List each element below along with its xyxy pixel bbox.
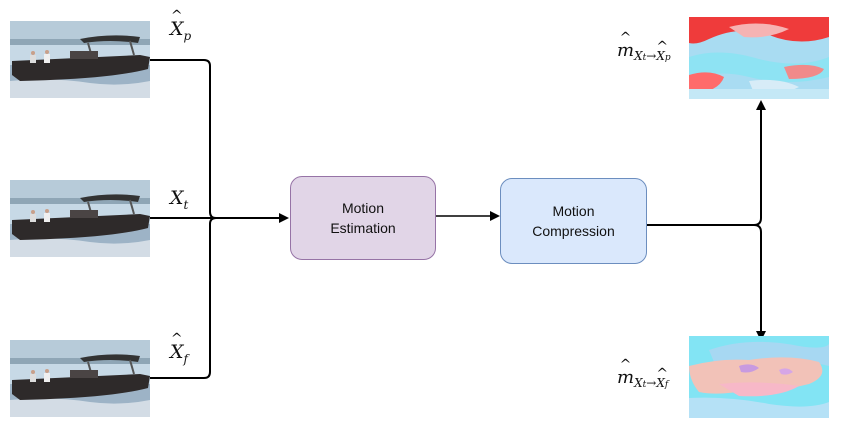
wire-up xyxy=(753,100,766,226)
frame-t-image xyxy=(10,180,150,257)
label-frame-t: Xt xyxy=(170,187,189,212)
flow-p-image xyxy=(689,17,829,99)
wire-frame-f xyxy=(150,217,217,379)
motion-compression-label: Motion Compression xyxy=(532,203,615,239)
label-flow-f: mXt→Xf xyxy=(617,357,668,390)
motion-compression-box: Motion Compression xyxy=(500,178,647,264)
flow-f-image xyxy=(689,336,829,418)
label-flow-p: mXt→Xp xyxy=(617,30,671,63)
frame-f-image xyxy=(10,340,150,417)
frame-p-image xyxy=(10,21,150,98)
motion-estimation-label: Motion Estimation xyxy=(330,200,396,236)
motion-estimation-box: Motion Estimation xyxy=(290,176,436,260)
label-frame-p: Xp xyxy=(170,8,191,43)
label-frame-f: Xf xyxy=(170,331,188,366)
wire-down xyxy=(753,224,766,341)
